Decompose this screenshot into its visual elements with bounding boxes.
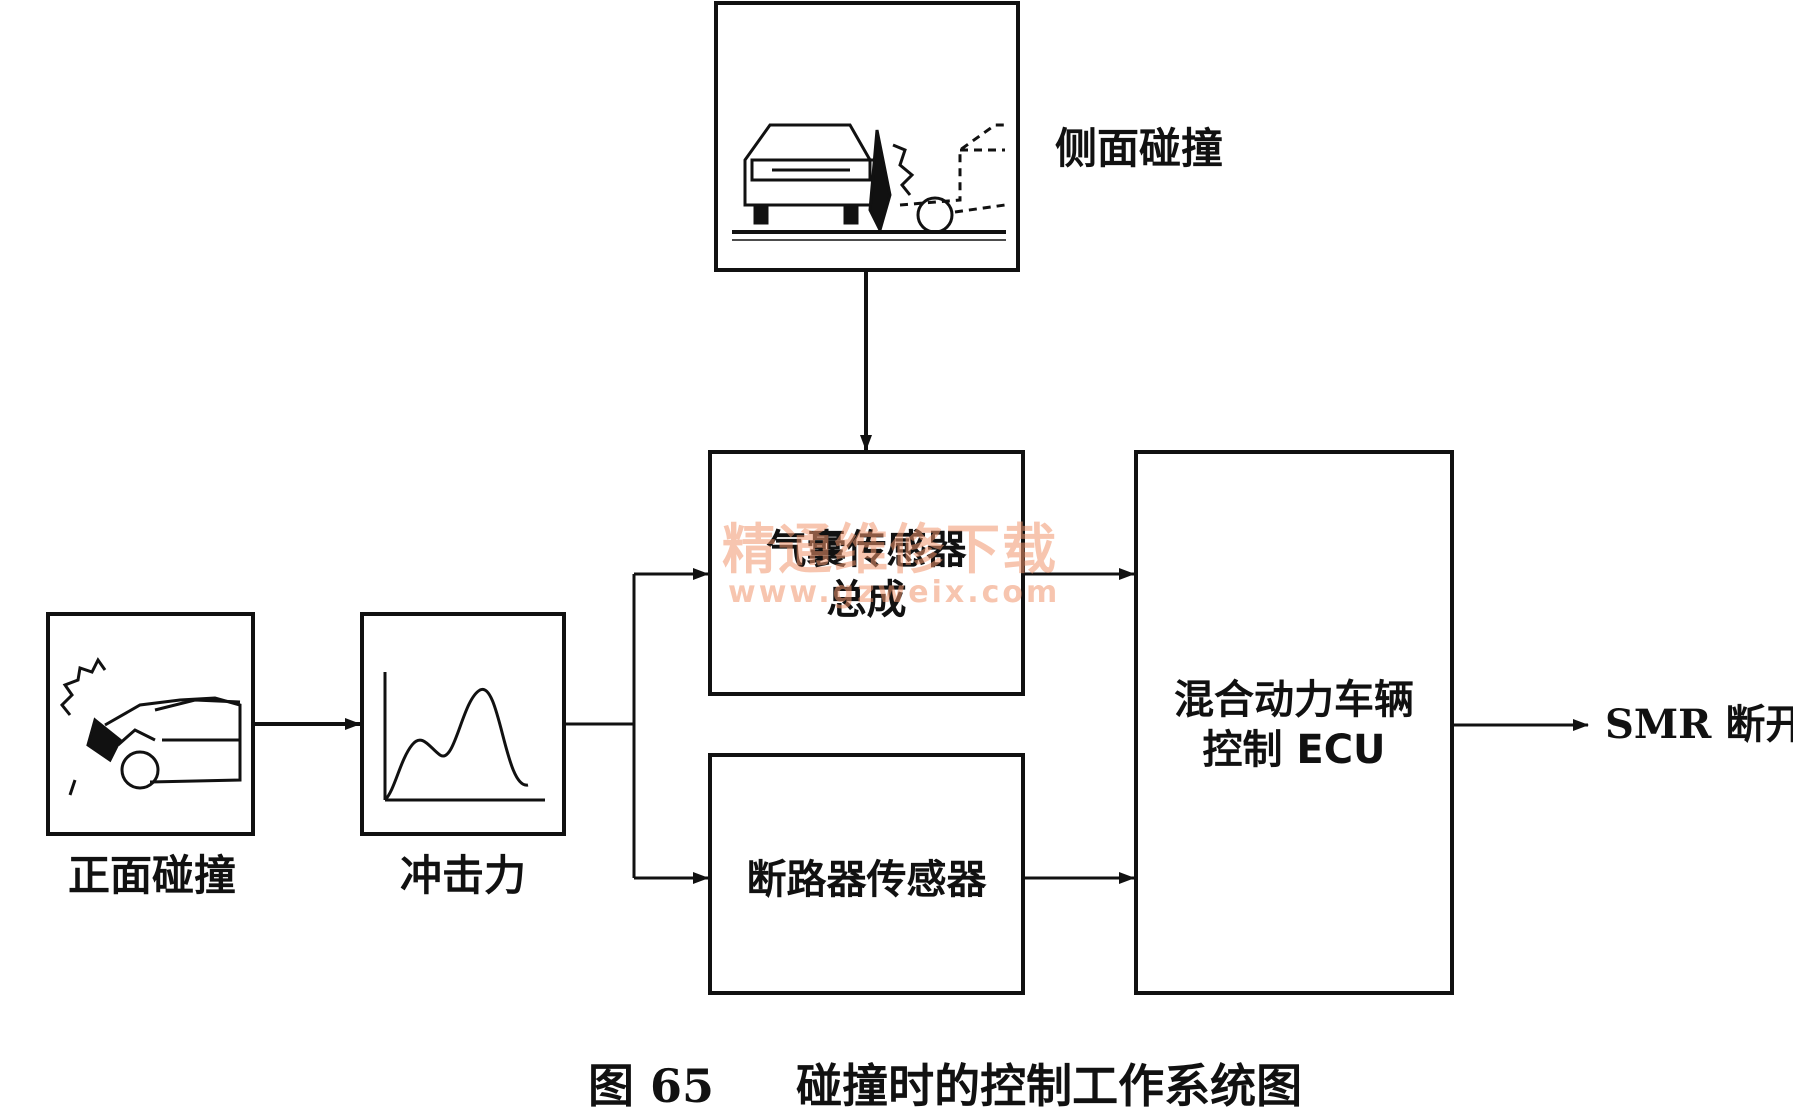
figure-title: 碰撞时的控制工作系统图 — [796, 1059, 1303, 1113]
watermark-title: 精通维修下载 — [722, 518, 1058, 581]
breaker-sensor-box — [708, 753, 1025, 995]
figure-number: 图 65 — [588, 1059, 715, 1113]
impact-force-label: 冲击力 — [400, 851, 527, 900]
front-collision-box — [46, 612, 255, 836]
watermark-url: www.gzweix.com — [728, 575, 1061, 610]
front-collision-car-illustration — [59, 657, 242, 796]
airbag-sensor-label: 气囊传感器 总成 — [712, 520, 1021, 630]
front-collision-label: 正面碰撞 — [68, 851, 237, 900]
hv-ecu-box — [1134, 450, 1454, 995]
smr-off-label: SMR 断开 — [1605, 701, 1793, 748]
airbag-sensor-label-line2: 总成 — [826, 577, 907, 623]
impact-force-curve — [383, 672, 545, 802]
hv-ecu-label-line2: 控制 ECU — [1202, 727, 1386, 773]
side-collision-label: 侧面碰撞 — [1055, 124, 1224, 173]
airbag-sensor-label-line1: 气囊传感器 — [766, 527, 967, 573]
figure-caption: 图 65 碰撞时的控制工作系统图 — [588, 1063, 1302, 1109]
side-collision-car-illustration — [732, 123, 1006, 241]
hv-ecu-label-line1: 混合动力车辆 — [1174, 677, 1414, 723]
hv-ecu-label: 混合动力车辆 控制 ECU — [1138, 670, 1450, 780]
breaker-sensor-label: 断路器传感器 — [746, 857, 987, 903]
